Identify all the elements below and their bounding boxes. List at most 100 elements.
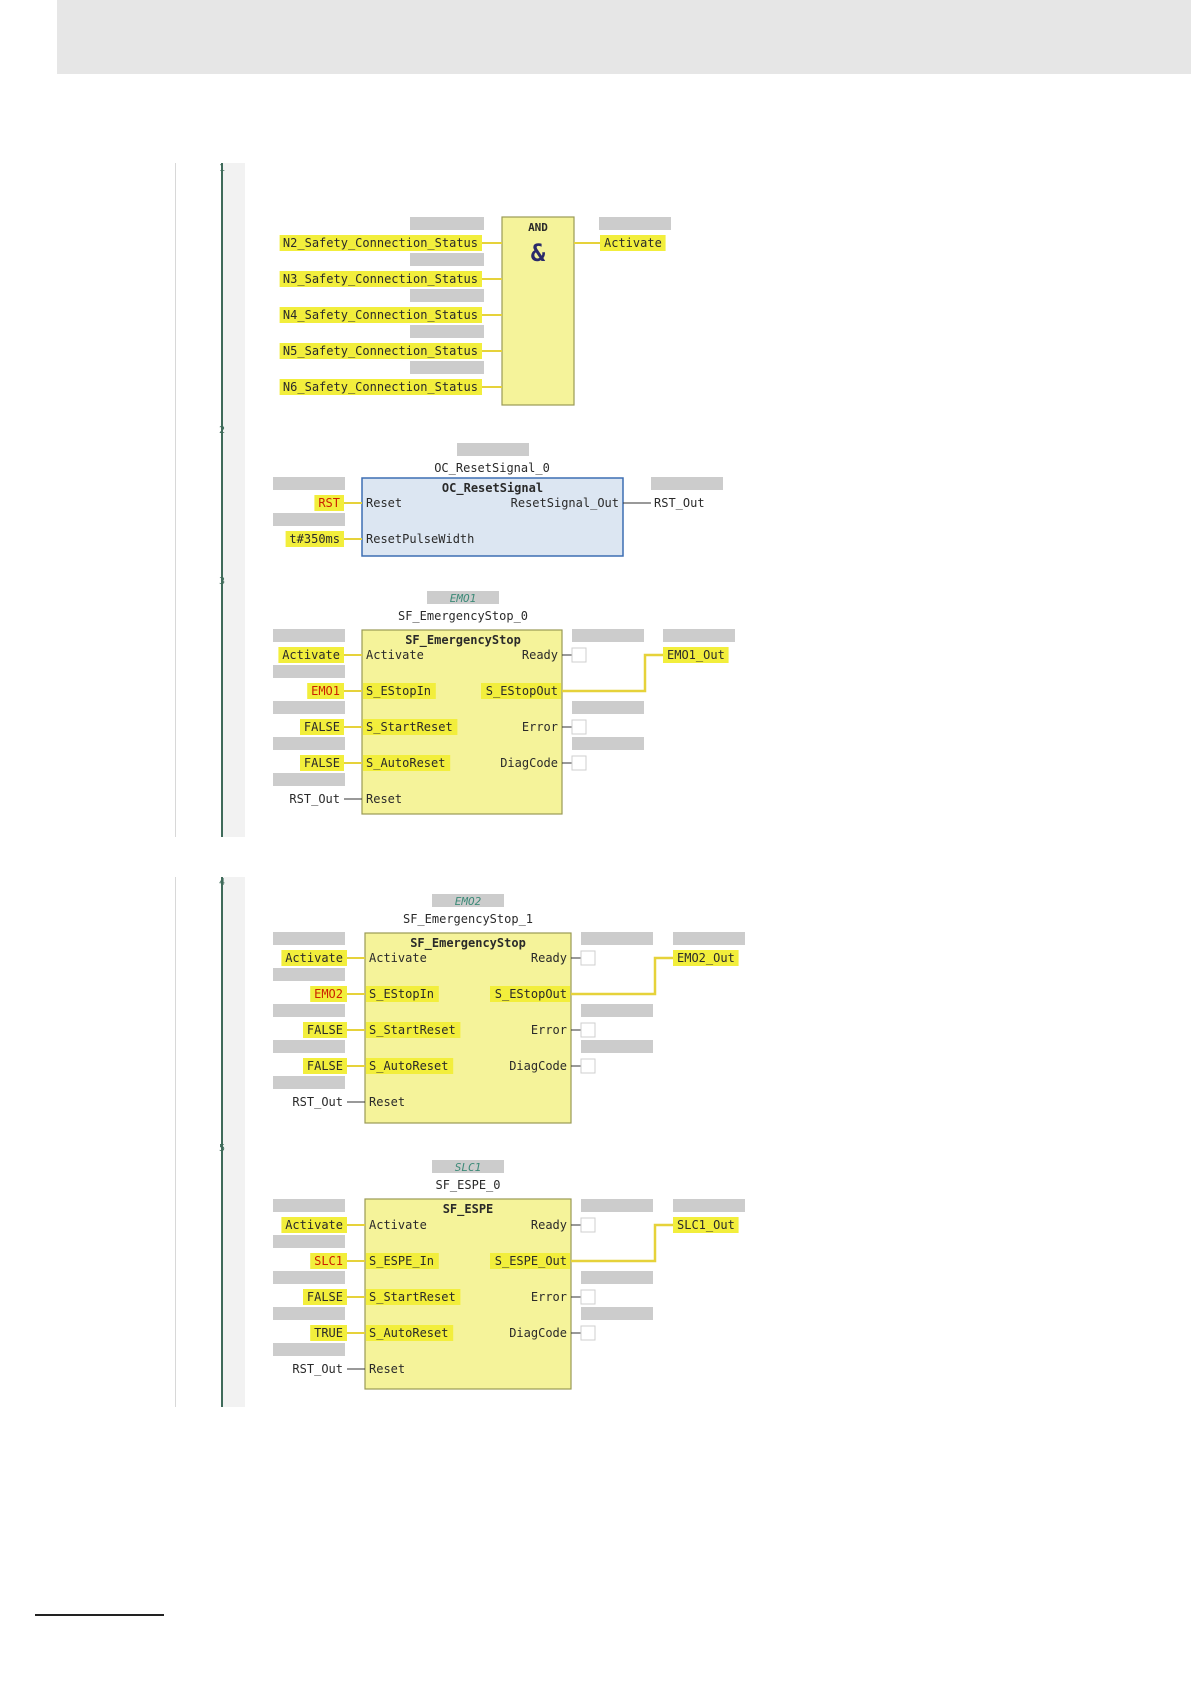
input-placeholder	[273, 1004, 345, 1017]
instance-placeholder	[457, 443, 529, 456]
output-checkbox	[571, 719, 587, 735]
block-type-name: OC_ResetSignal	[442, 481, 543, 496]
output-pin-label: Ready	[531, 1218, 567, 1232]
input-placeholder	[273, 932, 345, 945]
input-value-highlight	[285, 531, 344, 547]
input-value-highlight	[303, 1289, 347, 1305]
output-placeholder	[673, 932, 745, 945]
input-value: t#350ms	[289, 532, 340, 546]
pin-highlight	[366, 1253, 439, 1269]
input-pin-label: Activate	[369, 951, 427, 965]
output-placeholder	[572, 737, 644, 750]
and-input-2-highlight	[279, 235, 482, 251]
page-header-bar	[57, 0, 1191, 74]
and-output-activate-highlight	[600, 235, 666, 251]
oc-resetsignal-block	[361, 477, 624, 557]
input-pin-label: Reset	[366, 496, 402, 510]
input-placeholder	[273, 737, 345, 750]
and-input-3-highlight	[279, 271, 482, 287]
input-pin-label: ResetPulseWidth	[366, 532, 474, 546]
input-value: Activate	[282, 648, 340, 662]
output-placeholder	[572, 629, 644, 642]
output-placeholder	[572, 701, 644, 714]
rung-number: 4	[219, 877, 225, 888]
output-placeholder	[581, 1040, 653, 1053]
safety-output-wire	[571, 1223, 673, 1263]
input-placeholder	[410, 325, 484, 338]
input-value: FALSE	[307, 1290, 343, 1304]
input-value-highlight	[307, 683, 344, 699]
input-pin-label: S_EStopIn	[366, 684, 431, 698]
input-value-highlight	[310, 1325, 347, 1341]
and-input-6: N6_Safety_Connection_Status	[283, 380, 478, 394]
output-pin-label: Error	[531, 1023, 567, 1037]
output-placeholder	[581, 1307, 653, 1320]
input-value-highlight	[281, 950, 347, 966]
input-value-highlight	[278, 647, 344, 663]
input-placeholder	[410, 253, 484, 266]
input-value-highlight	[303, 1058, 347, 1074]
and-input-5-highlight	[279, 343, 482, 359]
output-value: RST_Out	[654, 496, 705, 510]
output-checkbox	[571, 755, 587, 771]
output-checkbox	[571, 647, 587, 663]
safety-output-value-highlight	[673, 950, 739, 966]
output-pin-label: S_EStopOut	[486, 684, 558, 698]
and-block-title: AND	[528, 221, 548, 234]
input-pin-label: S_AutoReset	[369, 1059, 448, 1073]
safety-output-value: EMO2_Out	[677, 951, 735, 965]
output-checkbox	[580, 1058, 596, 1074]
input-placeholder	[273, 1343, 345, 1356]
input-value-highlight	[310, 986, 347, 1002]
input-pin-label: S_StartReset	[369, 1290, 456, 1304]
input-placeholder	[273, 1040, 345, 1053]
input-value: EMO1	[311, 684, 340, 698]
output-checkbox	[580, 1289, 596, 1305]
input-placeholder	[273, 1307, 345, 1320]
and-input-5: N5_Safety_Connection_Status	[283, 344, 478, 358]
output-checkbox	[580, 950, 596, 966]
output-placeholder	[663, 629, 735, 642]
alias-name: SLC1	[455, 1161, 482, 1174]
rung-number: 1	[219, 163, 225, 174]
input-placeholder	[273, 701, 345, 714]
output-pin-label: S_EStopOut	[495, 987, 567, 1001]
input-placeholder	[273, 477, 345, 490]
alias-placeholder	[427, 591, 499, 604]
input-pin-label: S_StartReset	[366, 720, 453, 734]
input-value: EMO2	[314, 987, 343, 1001]
alias-placeholder	[432, 894, 504, 907]
input-pin-label: Activate	[369, 1218, 427, 1232]
input-pin-label: S_AutoReset	[366, 756, 445, 770]
input-value-highlight	[303, 1022, 347, 1038]
footer-rule	[35, 1614, 164, 1616]
safety-output-wire	[562, 653, 663, 693]
input-placeholder	[273, 629, 345, 642]
input-placeholder	[273, 968, 345, 981]
safety-output-value-highlight	[673, 1217, 739, 1233]
input-value-highlight	[314, 495, 344, 511]
pin-highlight	[490, 1253, 570, 1269]
pin-highlight	[366, 1325, 454, 1341]
alias-name: EMO2	[455, 895, 482, 908]
input-pin-label: Activate	[366, 648, 424, 662]
pin-highlight	[366, 986, 439, 1002]
pin-highlight	[490, 986, 570, 1002]
block-type-name: SF_EmergencyStop	[405, 633, 521, 648]
input-pin-label: S_EStopIn	[369, 987, 434, 1001]
output-pin-label: Ready	[531, 951, 567, 965]
block-type-name: SF_ESPE	[443, 1202, 494, 1217]
input-value: RST_Out	[292, 1362, 343, 1376]
input-value: Activate	[285, 1218, 343, 1232]
input-pin-label: S_AutoReset	[369, 1326, 448, 1340]
input-placeholder	[410, 361, 484, 374]
pin-highlight	[366, 1289, 461, 1305]
block-type-name: SF_EmergencyStop	[410, 936, 526, 951]
pin-highlight	[481, 683, 561, 699]
output-placeholder	[673, 1199, 745, 1212]
input-value: FALSE	[304, 720, 340, 734]
instance-name: SF_EmergencyStop_1	[403, 912, 533, 926]
output-pin-label: DiagCode	[500, 756, 558, 770]
alias-name: EMO1	[450, 592, 477, 605]
safety-output-value-highlight	[663, 647, 729, 663]
